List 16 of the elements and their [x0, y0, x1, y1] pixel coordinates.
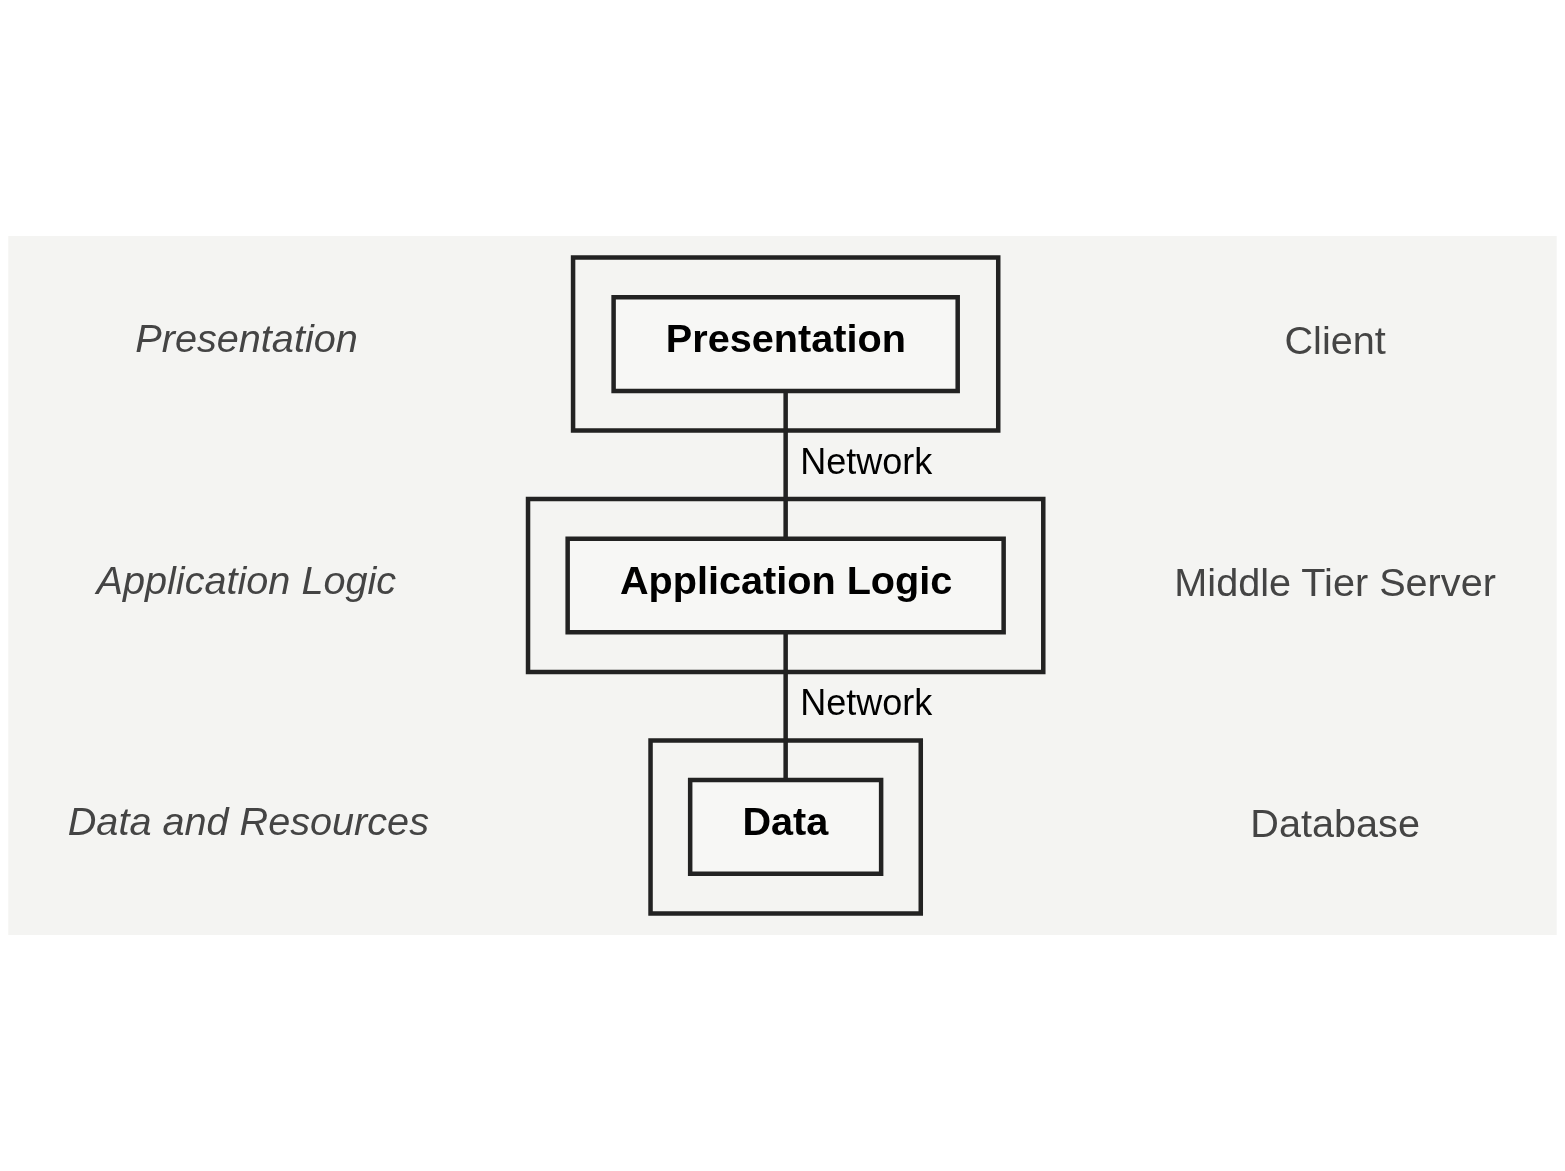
node-box: Data — [687, 777, 884, 876]
label: Database — [1250, 801, 1420, 845]
label: Middle Tier Server — [1174, 559, 1496, 604]
edge-label: Network — [800, 682, 933, 724]
edge-label: Network — [800, 440, 933, 482]
node-box: Application Logic — [565, 536, 1006, 635]
cluster — [648, 738, 923, 916]
connector — [783, 391, 788, 539]
cluster — [570, 255, 1001, 433]
label: Presentation — [135, 316, 358, 361]
connector — [783, 632, 788, 780]
label: Application Logic — [96, 557, 397, 602]
label: Data and Resources — [67, 799, 429, 844]
cluster — [525, 496, 1046, 675]
node-box: Presentation — [611, 295, 960, 394]
label: Client — [1284, 318, 1386, 363]
